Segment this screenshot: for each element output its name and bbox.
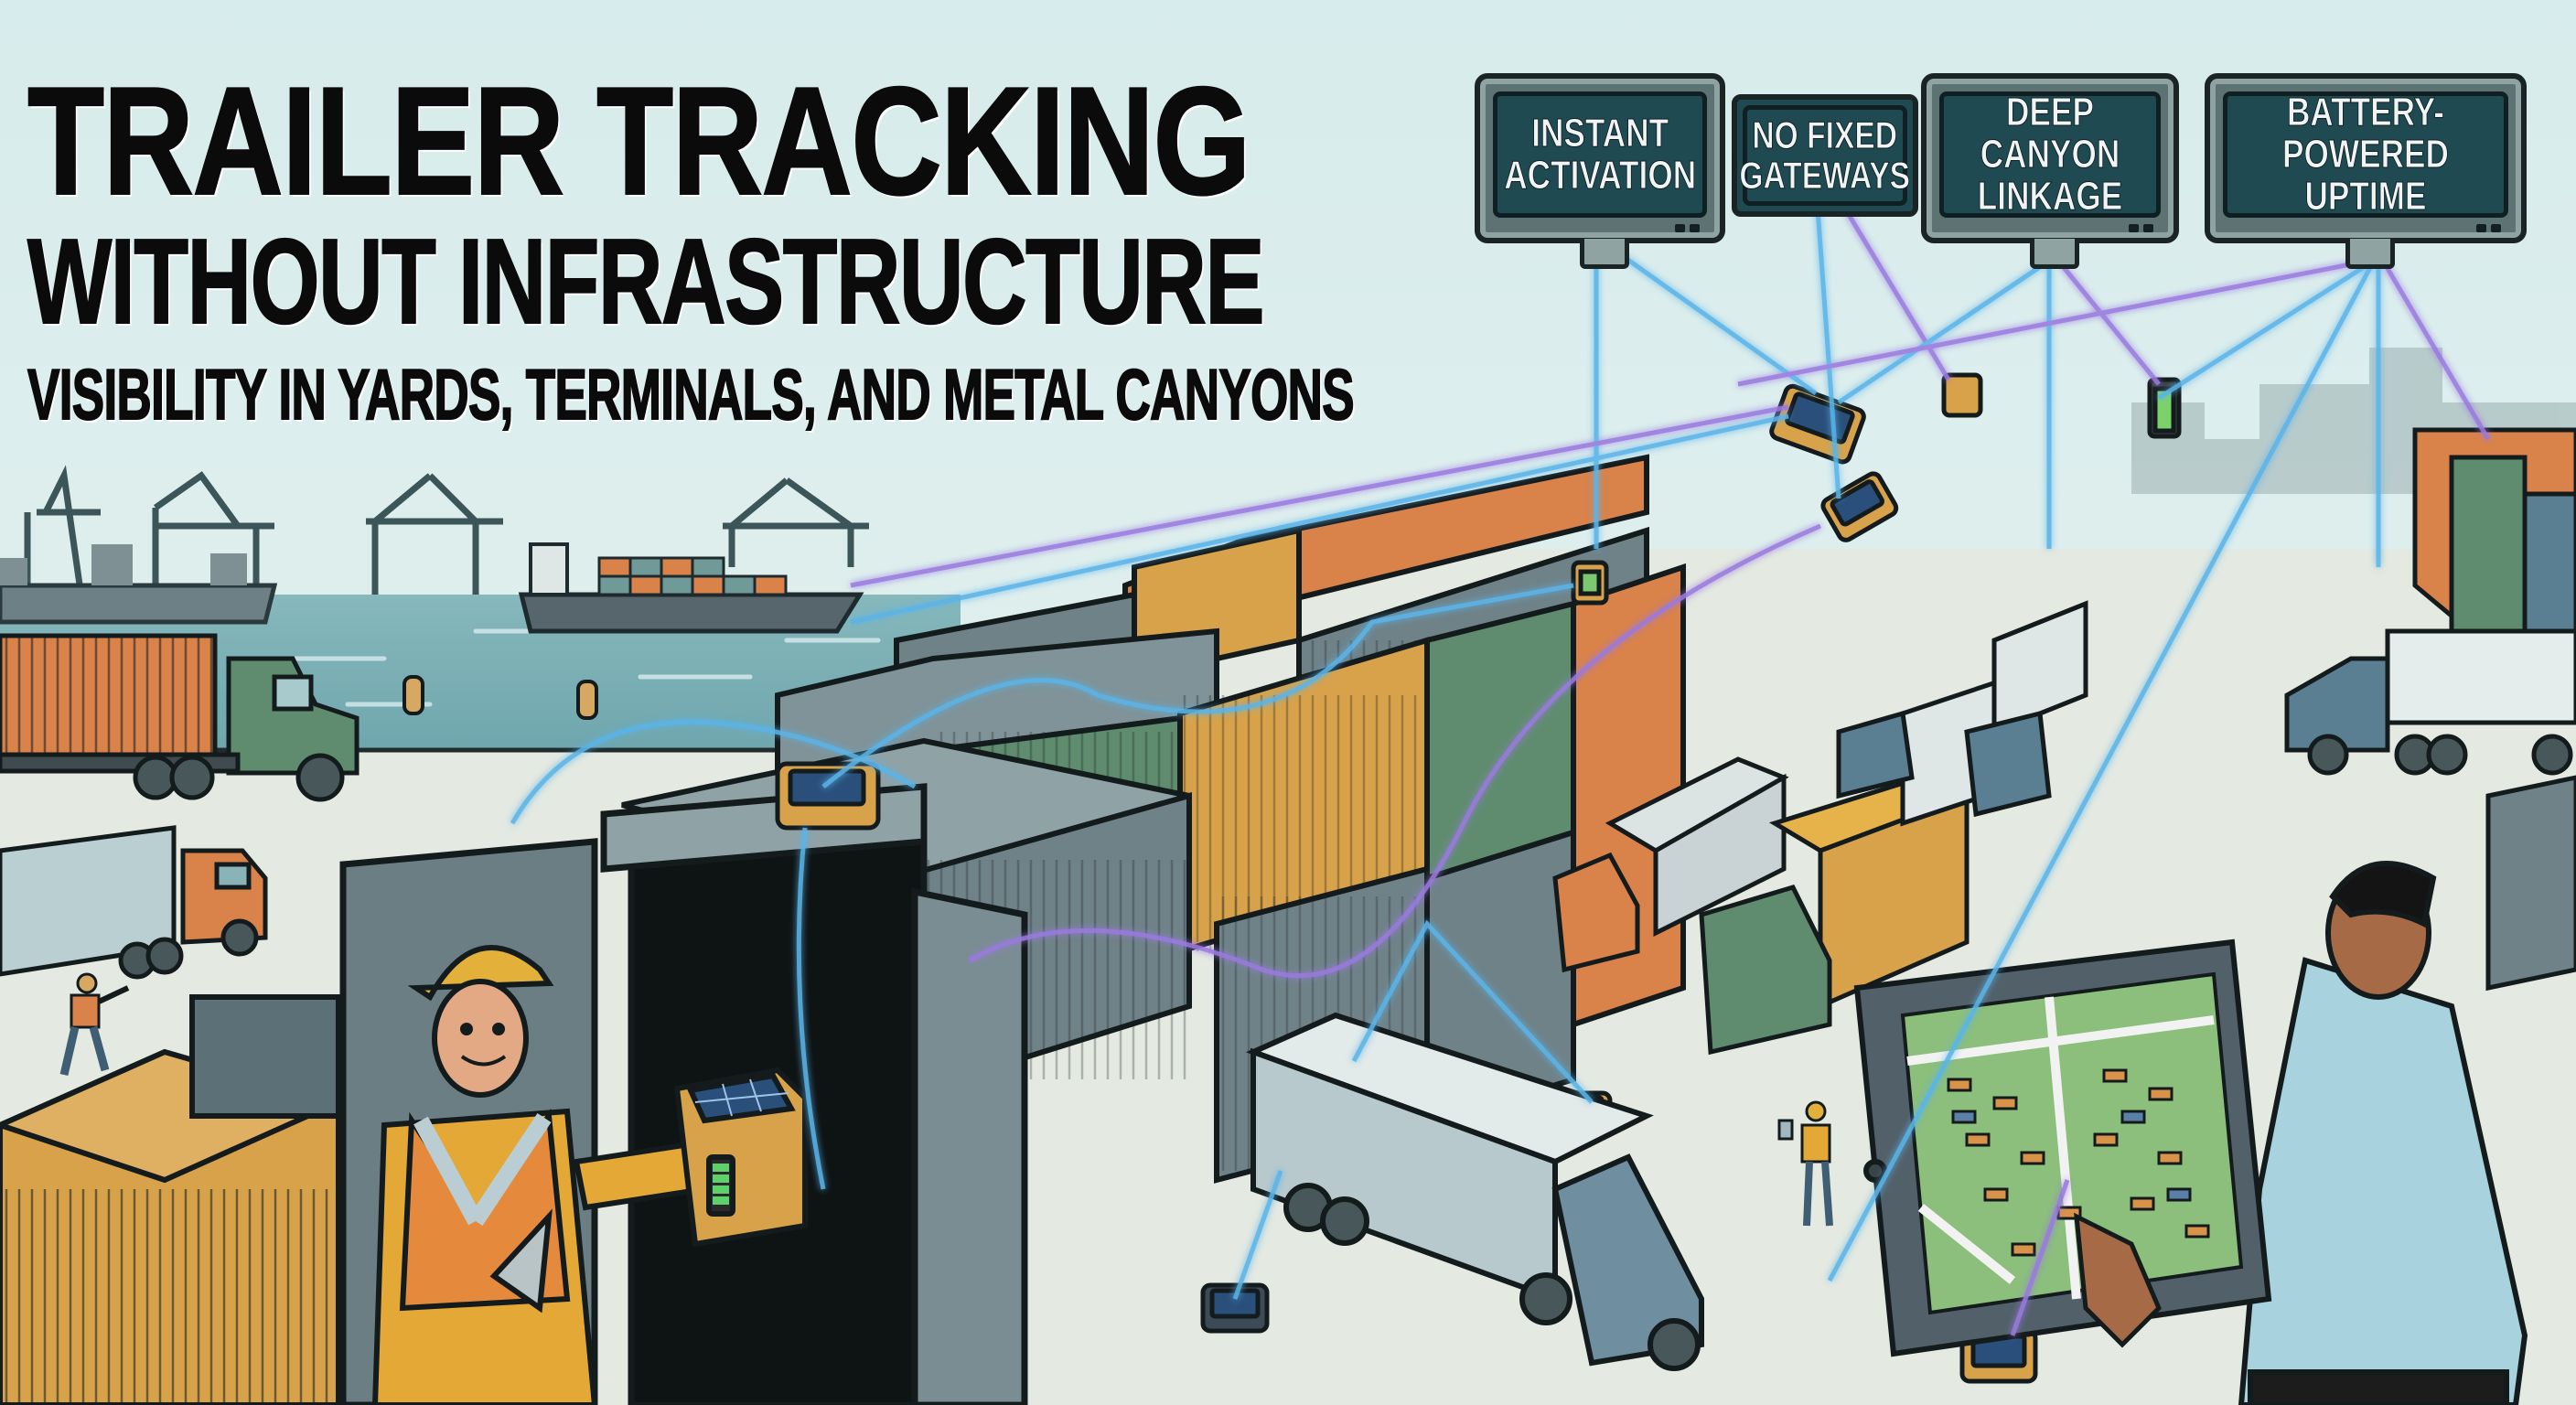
- pointing-hand: [2074, 1212, 2162, 1348]
- worker-with-tracker-figure: [371, 945, 708, 1405]
- feature-label: DEEP CANYON LINKAGE: [1977, 89, 2123, 220]
- monitor-stand: [2345, 239, 2395, 269]
- feature-label: NO FIXED GATEWAYS: [1739, 113, 1911, 197]
- truck-orange-container: [0, 633, 360, 802]
- monitor-icon: DEEP CANYON LINKAGE: [1939, 91, 2161, 218]
- walking-worker-figure: [59, 972, 130, 1077]
- feature-label: BATTERY-POWERED UPTIME: [2282, 89, 2450, 220]
- feature-panel-instant-activation: INSTANT ACTIVATION: [1475, 73, 1725, 269]
- cargo-ship-right: [518, 542, 864, 634]
- feature-panel-deep-canyon-linkage: DEEP CANYON LINKAGE: [1921, 73, 2179, 269]
- monitor-stand: [2030, 239, 2079, 269]
- container-yellow-foreground: [0, 994, 347, 1405]
- truck-blue-right: [2284, 628, 2576, 992]
- signal-beams: [510, 181, 2491, 1336]
- monitor-stand: [1580, 239, 1629, 269]
- monitor-icon: INSTANT ACTIVATION: [1493, 91, 1707, 218]
- truck-queue: [1552, 600, 2088, 1056]
- headline-block: TRAILER TRACKING WITHOUT INFRASTRUCTURE …: [27, 55, 1978, 434]
- monitor-icon: BATTERY-POWERED UPTIME: [2223, 91, 2508, 218]
- feature-panel-no-fixed-gateways: NO FIXED GATEWAYS: [1732, 94, 1918, 217]
- tablet-yard-map: [1900, 971, 2244, 1315]
- monitor-icon: NO FIXED GATEWAYS: [1739, 105, 1911, 206]
- truck-white-trailer-left: [0, 825, 268, 980]
- feature-label: INSTANT ACTIVATION: [1504, 110, 1697, 198]
- right-container-stack: [2412, 427, 2576, 634]
- tablet-device: [1853, 938, 2272, 1357]
- worker-with-clipboard-figure: [1777, 1100, 1833, 1227]
- page-subtitle: VISIBILITY IN YARDS, TERMINALS, AND META…: [27, 354, 1355, 434]
- tracker-device-held: [673, 1067, 808, 1248]
- page-title-line2: WITHOUT INFRASTRUCTURE: [27, 214, 1265, 349]
- page-title: TRAILER TRACKING: [27, 55, 1251, 227]
- truck-white-trailer-center: [1245, 1012, 1704, 1371]
- feature-panel-battery-powered-uptime: BATTERY-POWERED UPTIME: [2205, 73, 2527, 269]
- cargo-ship-left: [0, 544, 278, 625]
